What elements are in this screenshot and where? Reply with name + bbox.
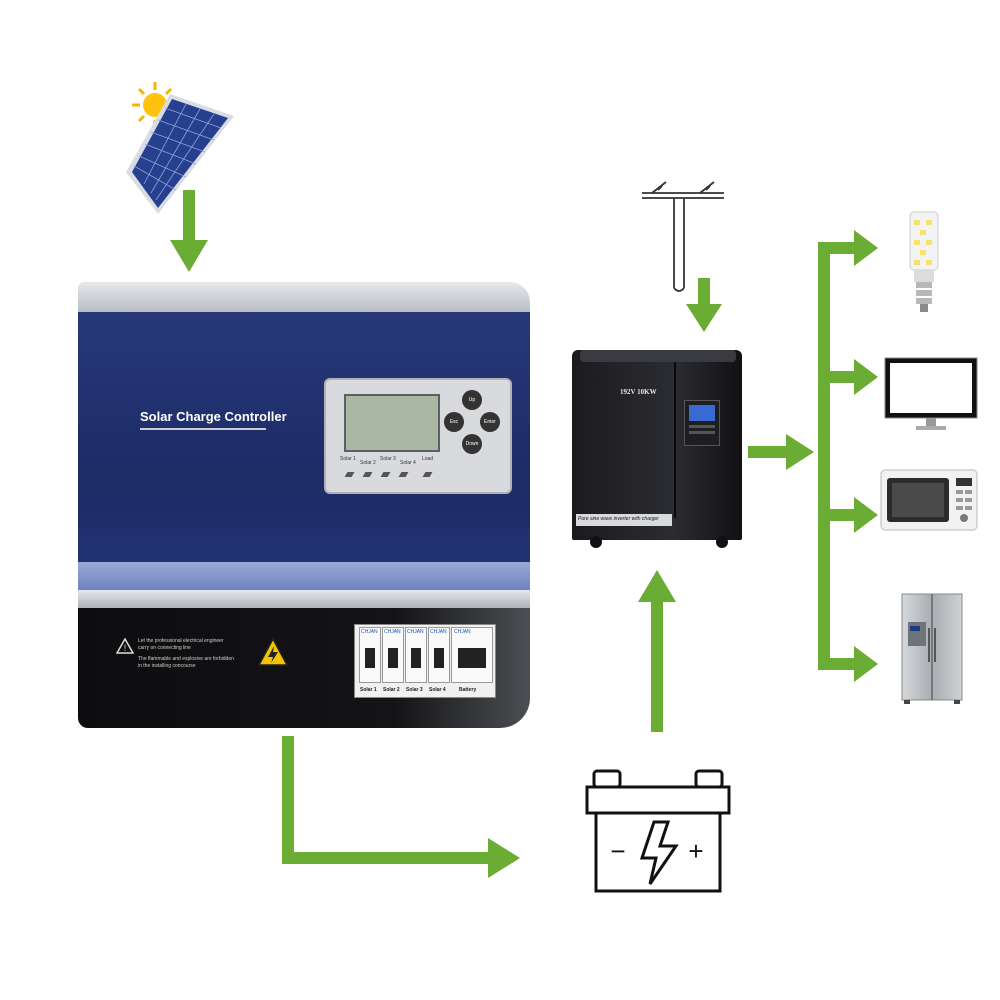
breaker-solar4[interactable]: CHJAN	[428, 627, 450, 683]
battery-plus: +	[688, 836, 703, 866]
warning-line: The flammable and explosive are forbidde…	[138, 656, 234, 662]
controller-title-plate: Solar Charge Controller	[124, 406, 287, 432]
warning-text: Let the professional electrical engineer…	[138, 638, 258, 670]
lcd-button-up[interactable]: Up	[462, 390, 482, 410]
warning-icon: !	[115, 637, 135, 659]
battery-icon: − +	[585, 769, 731, 893]
breaker-brand: CHJAN	[407, 629, 424, 635]
indicator-led	[362, 472, 373, 477]
lcd-button-down-label: Down	[465, 441, 479, 447]
arrow-grid-to-inverter	[686, 278, 722, 332]
breaker-solar3[interactable]: CHJAN	[405, 627, 427, 683]
breaker-battery[interactable]: CHJAN	[451, 627, 493, 683]
breaker-label: Solar 1	[360, 687, 377, 693]
breaker-brand: CHJAN	[454, 629, 471, 635]
breaker-label-row: Solar 1 Solar 2 Solar 3 Solar 4 Battery	[355, 683, 495, 697]
svg-text:!: !	[124, 643, 127, 653]
controller-mid-band	[78, 590, 530, 610]
load-distribution-bus	[818, 230, 878, 682]
lcd-button-esc-label: Esc	[449, 419, 459, 425]
warning-line: Let the professional electrical engineer	[138, 638, 224, 644]
controller-terminal-section: ! Let the professional electrical engine…	[78, 608, 530, 728]
inverter-display	[684, 400, 720, 446]
indicator-label-solar2: Solar 2	[360, 460, 376, 466]
lcd-module: Up Esc Enter Down Solar 1 Solar 2 Solar …	[324, 378, 512, 494]
breaker-brand: CHJAN	[361, 629, 378, 635]
fridge-icon	[901, 593, 963, 704]
inverter-wheel	[590, 536, 602, 548]
lcd-button-esc[interactable]: Esc	[444, 412, 464, 432]
inverter-caption: Pure sine wave inverter with charger	[578, 516, 659, 522]
lcd-button-down[interactable]: Down	[462, 434, 482, 454]
breaker-solar2[interactable]: CHJAN	[382, 627, 404, 683]
lcd-button-enter-label: Enter	[484, 419, 496, 425]
lcd-button-enter[interactable]: Enter	[480, 412, 500, 432]
indicator-led	[398, 472, 409, 477]
indicator-label-solar4: Solar 4	[400, 460, 416, 466]
controller-top-band	[78, 282, 530, 312]
indicator-row: Solar 1 Solar 2 Solar 3 Solar 4 Load	[340, 456, 440, 486]
lcd-button-up-label: Up	[468, 397, 476, 403]
inverter-wheel	[716, 536, 728, 548]
controller-front-panel: Solar Charge Controller Up Esc Enter Dow…	[78, 312, 530, 596]
breaker-brand: CHJAN	[384, 629, 401, 635]
controller-accent-strip	[78, 562, 530, 590]
inverter-top	[580, 350, 736, 362]
bulb-icon	[909, 211, 939, 312]
breaker-label: Solar 3	[406, 687, 423, 693]
inverter: 192V 10KW Pure sine wave inverter with c…	[572, 350, 742, 550]
indicator-led	[344, 472, 355, 477]
indicator-label-solar1: Solar 1	[340, 456, 356, 462]
breaker-panel: CHJAN CHJAN CHJAN CHJAN CHJAN Solar 1	[354, 624, 496, 698]
breaker-label: Solar 2	[383, 687, 400, 693]
warning-line: in the installing concourse	[138, 663, 196, 669]
warning-line: carry on connecting line	[138, 645, 191, 651]
lcd-screen	[344, 394, 440, 452]
indicator-led	[422, 472, 433, 477]
inverter-door-seam	[674, 362, 676, 518]
breaker-solar1[interactable]: CHJAN	[359, 627, 381, 683]
arrow-controller-to-battery	[282, 736, 520, 878]
inverter-model: 192V 10KW	[620, 388, 657, 396]
breaker-label: Solar 4	[429, 687, 446, 693]
indicator-label-load: Load	[422, 456, 434, 462]
controller-title: Solar Charge Controller	[140, 409, 287, 424]
microwave-icon	[880, 469, 978, 531]
indicator-led	[380, 472, 391, 477]
indicator-label-solar3: Solar 3	[380, 456, 396, 462]
arrow-battery-to-inverter	[638, 570, 676, 732]
breaker-label: Battery	[459, 687, 477, 693]
high-voltage-icon	[257, 637, 289, 671]
solar-panel-icon	[126, 94, 234, 214]
arrow-inverter-to-loads	[748, 434, 814, 470]
power-pole-icon	[642, 181, 724, 292]
solar-charge-controller: Solar Charge Controller Up Esc Enter Dow…	[78, 282, 530, 728]
breaker-brand: CHJAN	[430, 629, 447, 635]
battery-minus: −	[610, 836, 625, 866]
arrow-panel-to-controller	[170, 190, 208, 272]
solar-panel-group	[126, 82, 234, 214]
monitor-icon	[884, 357, 978, 430]
inverter-caption-strip: Pure sine wave inverter with charger	[576, 514, 672, 526]
